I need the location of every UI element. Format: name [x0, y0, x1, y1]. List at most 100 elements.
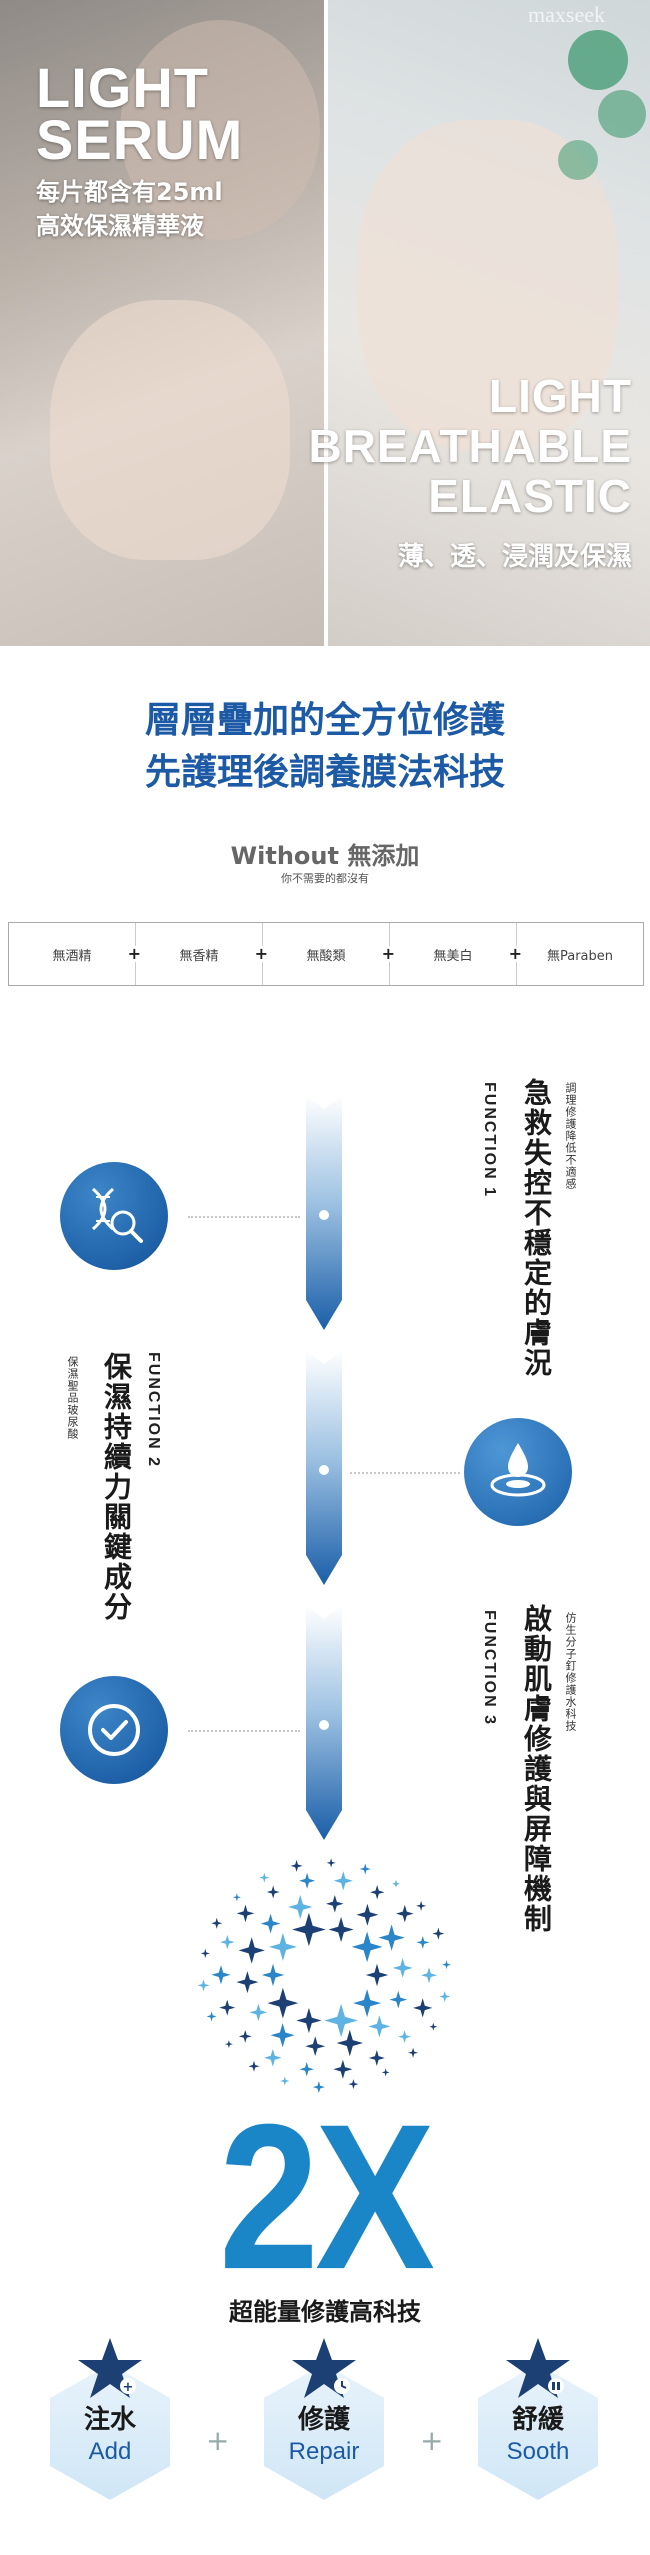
process-arrow-3 — [306, 1605, 342, 1840]
sparkle-star — [259, 1872, 270, 1883]
sparkle-star — [359, 1863, 371, 1875]
star-plus-icon: + — [78, 2338, 142, 2398]
no-additives-strip: 無酒精 + 無香精+ 無酸類 + 無美白 + 無Paraben — [8, 922, 644, 986]
sparkle-star — [333, 2059, 353, 2079]
sparkle-star — [429, 2022, 438, 2031]
sparkle-star — [381, 2068, 390, 2077]
hero-left-subtitle-2: 高效保濕精華液 — [36, 212, 204, 240]
sparkle-star — [368, 2050, 385, 2066]
function-1-badge — [60, 1162, 168, 1270]
sparkle-star — [336, 2029, 363, 2057]
plus-icon: + — [127, 944, 141, 963]
hero-photo-mask: maxseek LIGHT BREATHABLE ELASTIC 薄、透、浸潤及… — [309, 0, 650, 646]
svg-text:+: + — [123, 2380, 134, 2395]
sparkle-star — [326, 1858, 336, 1868]
sparkle-star — [305, 2036, 326, 2057]
no-additive-item: 無香精+ — [136, 923, 268, 985]
benefit-repair-cn: 修護 — [297, 2404, 350, 2435]
sparkle-star — [270, 2023, 295, 2048]
sparkle-star — [292, 1912, 326, 1947]
sparkle-star — [264, 2049, 282, 2067]
plus-icon: + — [254, 944, 268, 963]
hero-left-subtitle-1: 每片都含有25ml — [36, 178, 223, 206]
no-additive-label: 無美白 — [433, 948, 473, 964]
no-additive-label: 無酒精 — [52, 948, 92, 964]
sparkle-star — [299, 1872, 316, 1889]
sparkle-star — [268, 1932, 297, 1961]
sparkle-star — [353, 1989, 382, 2018]
sparkle-star — [398, 2030, 411, 2043]
sparkle-star — [266, 1885, 280, 1899]
sparkle-star — [261, 1963, 285, 1987]
sparkle-star — [236, 1904, 255, 1923]
hand-shape — [50, 300, 290, 560]
without-title: Without 無添加 — [230, 842, 420, 870]
sparkle-star — [439, 1991, 451, 2003]
plus-icon: + — [508, 944, 522, 963]
function-1-desc: 調理修護降低不適感 — [564, 1082, 577, 1190]
function-3-title: 啟動肌膚修護與屏障機制 — [520, 1604, 553, 1934]
sparkle-star — [232, 1893, 241, 1902]
sparkle-star — [370, 1885, 385, 1900]
function-2-badge — [464, 1418, 572, 1526]
sparkle-star — [333, 1871, 353, 1891]
brand-logo: maxseek — [528, 2, 605, 27]
sparkle-star — [206, 2011, 217, 2022]
headline-line-1: 層層疊加的全方位修護 — [144, 700, 505, 741]
hero-right-title-2: BREATHABLE — [308, 420, 632, 472]
plus-icon: + — [381, 944, 395, 963]
sparkle-star — [351, 1931, 383, 1963]
sparkle-star — [312, 2081, 325, 2094]
sparkle-star — [416, 1936, 430, 1949]
hero-banner: LIGHT SERUM 每片都含有25ml 高效保濕精華液 maxseek LI… — [0, 0, 650, 646]
star-clock-icon — [292, 2338, 356, 2398]
sparkle-star — [260, 1913, 281, 1934]
star-ring-graphic — [197, 1858, 451, 2094]
sparkle-star — [408, 2047, 419, 2058]
no-additive-label: 無Paraben — [546, 948, 614, 964]
sparkle-star — [326, 1895, 344, 1913]
benefit-repair-en: Repair — [288, 2437, 360, 2465]
no-additive-label: 無酸類 — [306, 948, 346, 964]
sparkle-star — [248, 2060, 260, 2072]
sparkle-star — [219, 1999, 236, 2016]
function-3-badge — [60, 1676, 168, 1784]
sparkle-star — [267, 1987, 299, 2019]
leaf-decoration — [558, 140, 598, 180]
sparkle-star — [356, 1903, 379, 1926]
sparkle-star — [392, 1879, 400, 1888]
sparkle-star — [236, 1971, 259, 1994]
benefit-add-en: Add — [88, 2437, 132, 2465]
process-arrow-1 — [306, 1095, 342, 1330]
hero-right-title-3: ELASTIC — [428, 470, 632, 522]
connector-dots — [188, 1730, 300, 1732]
double-power-number: 2X — [218, 2081, 435, 2313]
plus-icon: + — [206, 2424, 230, 2457]
sparkle-star — [288, 1894, 313, 1920]
benefit-sooth-en: Sooth — [506, 2437, 570, 2465]
no-additive-item: 無酸類 + — [263, 923, 395, 985]
leaf-decoration — [568, 30, 628, 90]
no-additive-item: 無Paraben — [517, 923, 643, 985]
sparkle-star — [416, 1900, 427, 1911]
sparkle-star — [432, 1927, 445, 1940]
sparkle-star — [392, 1958, 413, 1978]
benefit-repair: 修護 Repair — [260, 2338, 388, 2504]
function-1-title: 急救失控不穩定的膚況 — [520, 1078, 553, 1378]
hero-photo-serum: LIGHT SERUM 每片都含有25ml 高效保濕精華液 — [0, 0, 324, 646]
sparkle-star — [224, 2040, 233, 2049]
star-pause-icon — [506, 2338, 570, 2398]
sparkle-star — [211, 1965, 231, 1985]
sparkle-star — [421, 1967, 437, 1984]
function-3-desc: 仿生分子釘修護水科技 — [564, 1612, 577, 1732]
headline-line-2: 先護理後調養膜法科技 — [144, 752, 505, 793]
sparkle-star — [249, 2003, 268, 2022]
no-additive-item: 無酒精 + — [9, 923, 141, 985]
sparkle-star — [220, 1934, 235, 1950]
function-2-title: 保濕持續力關鍵成分 — [100, 1352, 133, 1622]
plus-icon: + — [420, 2424, 444, 2457]
sparkle-star — [348, 2079, 359, 2090]
hero-left-title-2: SERUM — [36, 108, 244, 171]
water-drop-icon — [490, 1443, 546, 1497]
sparkle-star — [442, 1960, 451, 1970]
